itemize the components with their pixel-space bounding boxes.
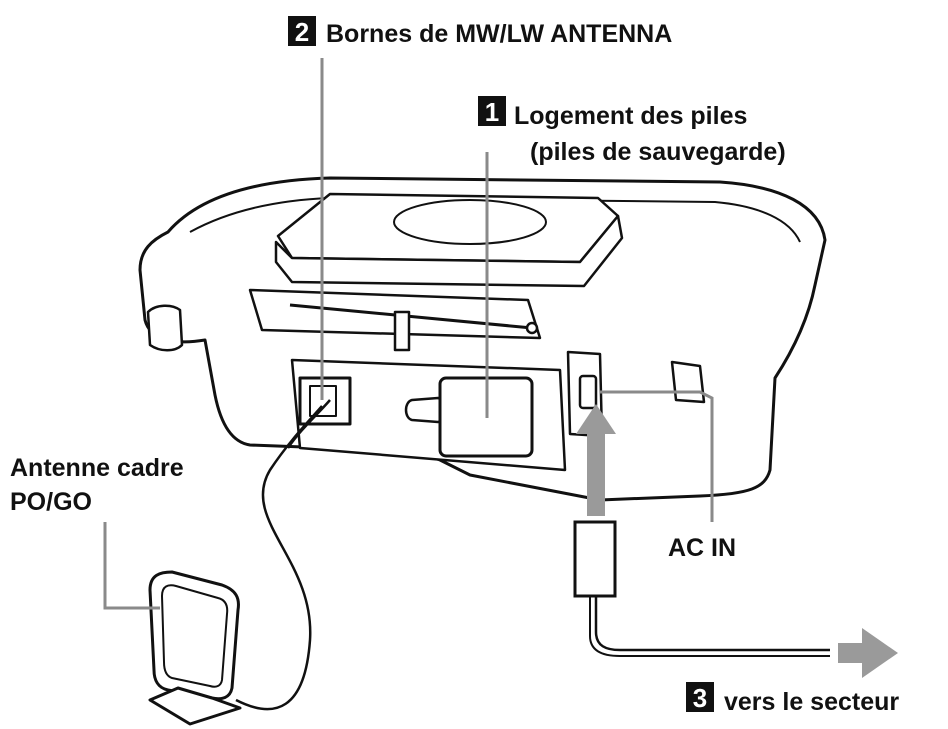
label-mains: vers le secteur — [724, 688, 899, 716]
callout-mains: 3 vers le secteur — [686, 682, 899, 716]
label-battery-line2: (piles de sauvegarde) — [530, 138, 786, 166]
badge-3 — [686, 682, 714, 712]
rod-antenna-clip — [393, 310, 411, 352]
badge-1 — [478, 96, 506, 126]
radio-unit — [138, 176, 827, 502]
right-lug — [670, 360, 706, 404]
callout-loop-antenna: Antenne cadre PO/GO — [10, 454, 184, 516]
loop-antenna-stand — [148, 686, 242, 726]
antenna-cable-2 — [286, 399, 331, 449]
ac-cord-outer — [589, 596, 830, 657]
loop-antenna — [148, 399, 331, 726]
callout-ac-in: AC IN — [668, 534, 736, 562]
callout-antenna-terminals: 2 Bornes de MW/LW ANTENNA — [288, 16, 672, 48]
rod-antenna-tip — [525, 321, 539, 335]
leader-loop-antenna — [103, 522, 160, 610]
ac-plug — [573, 520, 617, 598]
mains-arrow — [838, 628, 898, 678]
label-battery-line1: Logement des piles — [514, 102, 747, 130]
radio-lid-lower — [274, 214, 624, 288]
ac-in-socket — [578, 374, 598, 410]
callout-battery: 1 Logement des piles (piles de sauvegard… — [478, 96, 786, 166]
left-lug — [146, 304, 184, 352]
label-ac-in: AC IN — [668, 534, 736, 562]
badge-1-number: 1 — [485, 97, 499, 127]
badge-2 — [288, 16, 316, 46]
loop-antenna-inner — [161, 584, 229, 688]
label-loop-antenna-line1: Antenne cadre — [10, 454, 184, 482]
badge-2-number: 2 — [295, 17, 309, 47]
label-antenna-terminals: Bornes de MW/LW ANTENNA — [326, 20, 672, 48]
loop-antenna-frame — [148, 570, 240, 701]
leader-ac-in — [600, 390, 714, 522]
power-cord — [573, 520, 830, 657]
antenna-terminal-inner — [309, 385, 337, 417]
antenna-cable — [235, 405, 323, 711]
rod-antenna — [289, 303, 533, 330]
badge-3-number: 3 — [693, 683, 707, 713]
label-loop-antenna-line2: PO/GO — [10, 488, 92, 516]
ac-cord — [594, 596, 830, 652]
cd-lid-circle — [393, 199, 547, 245]
plug-insert-arrow — [576, 404, 616, 516]
leader-lines — [103, 58, 714, 610]
